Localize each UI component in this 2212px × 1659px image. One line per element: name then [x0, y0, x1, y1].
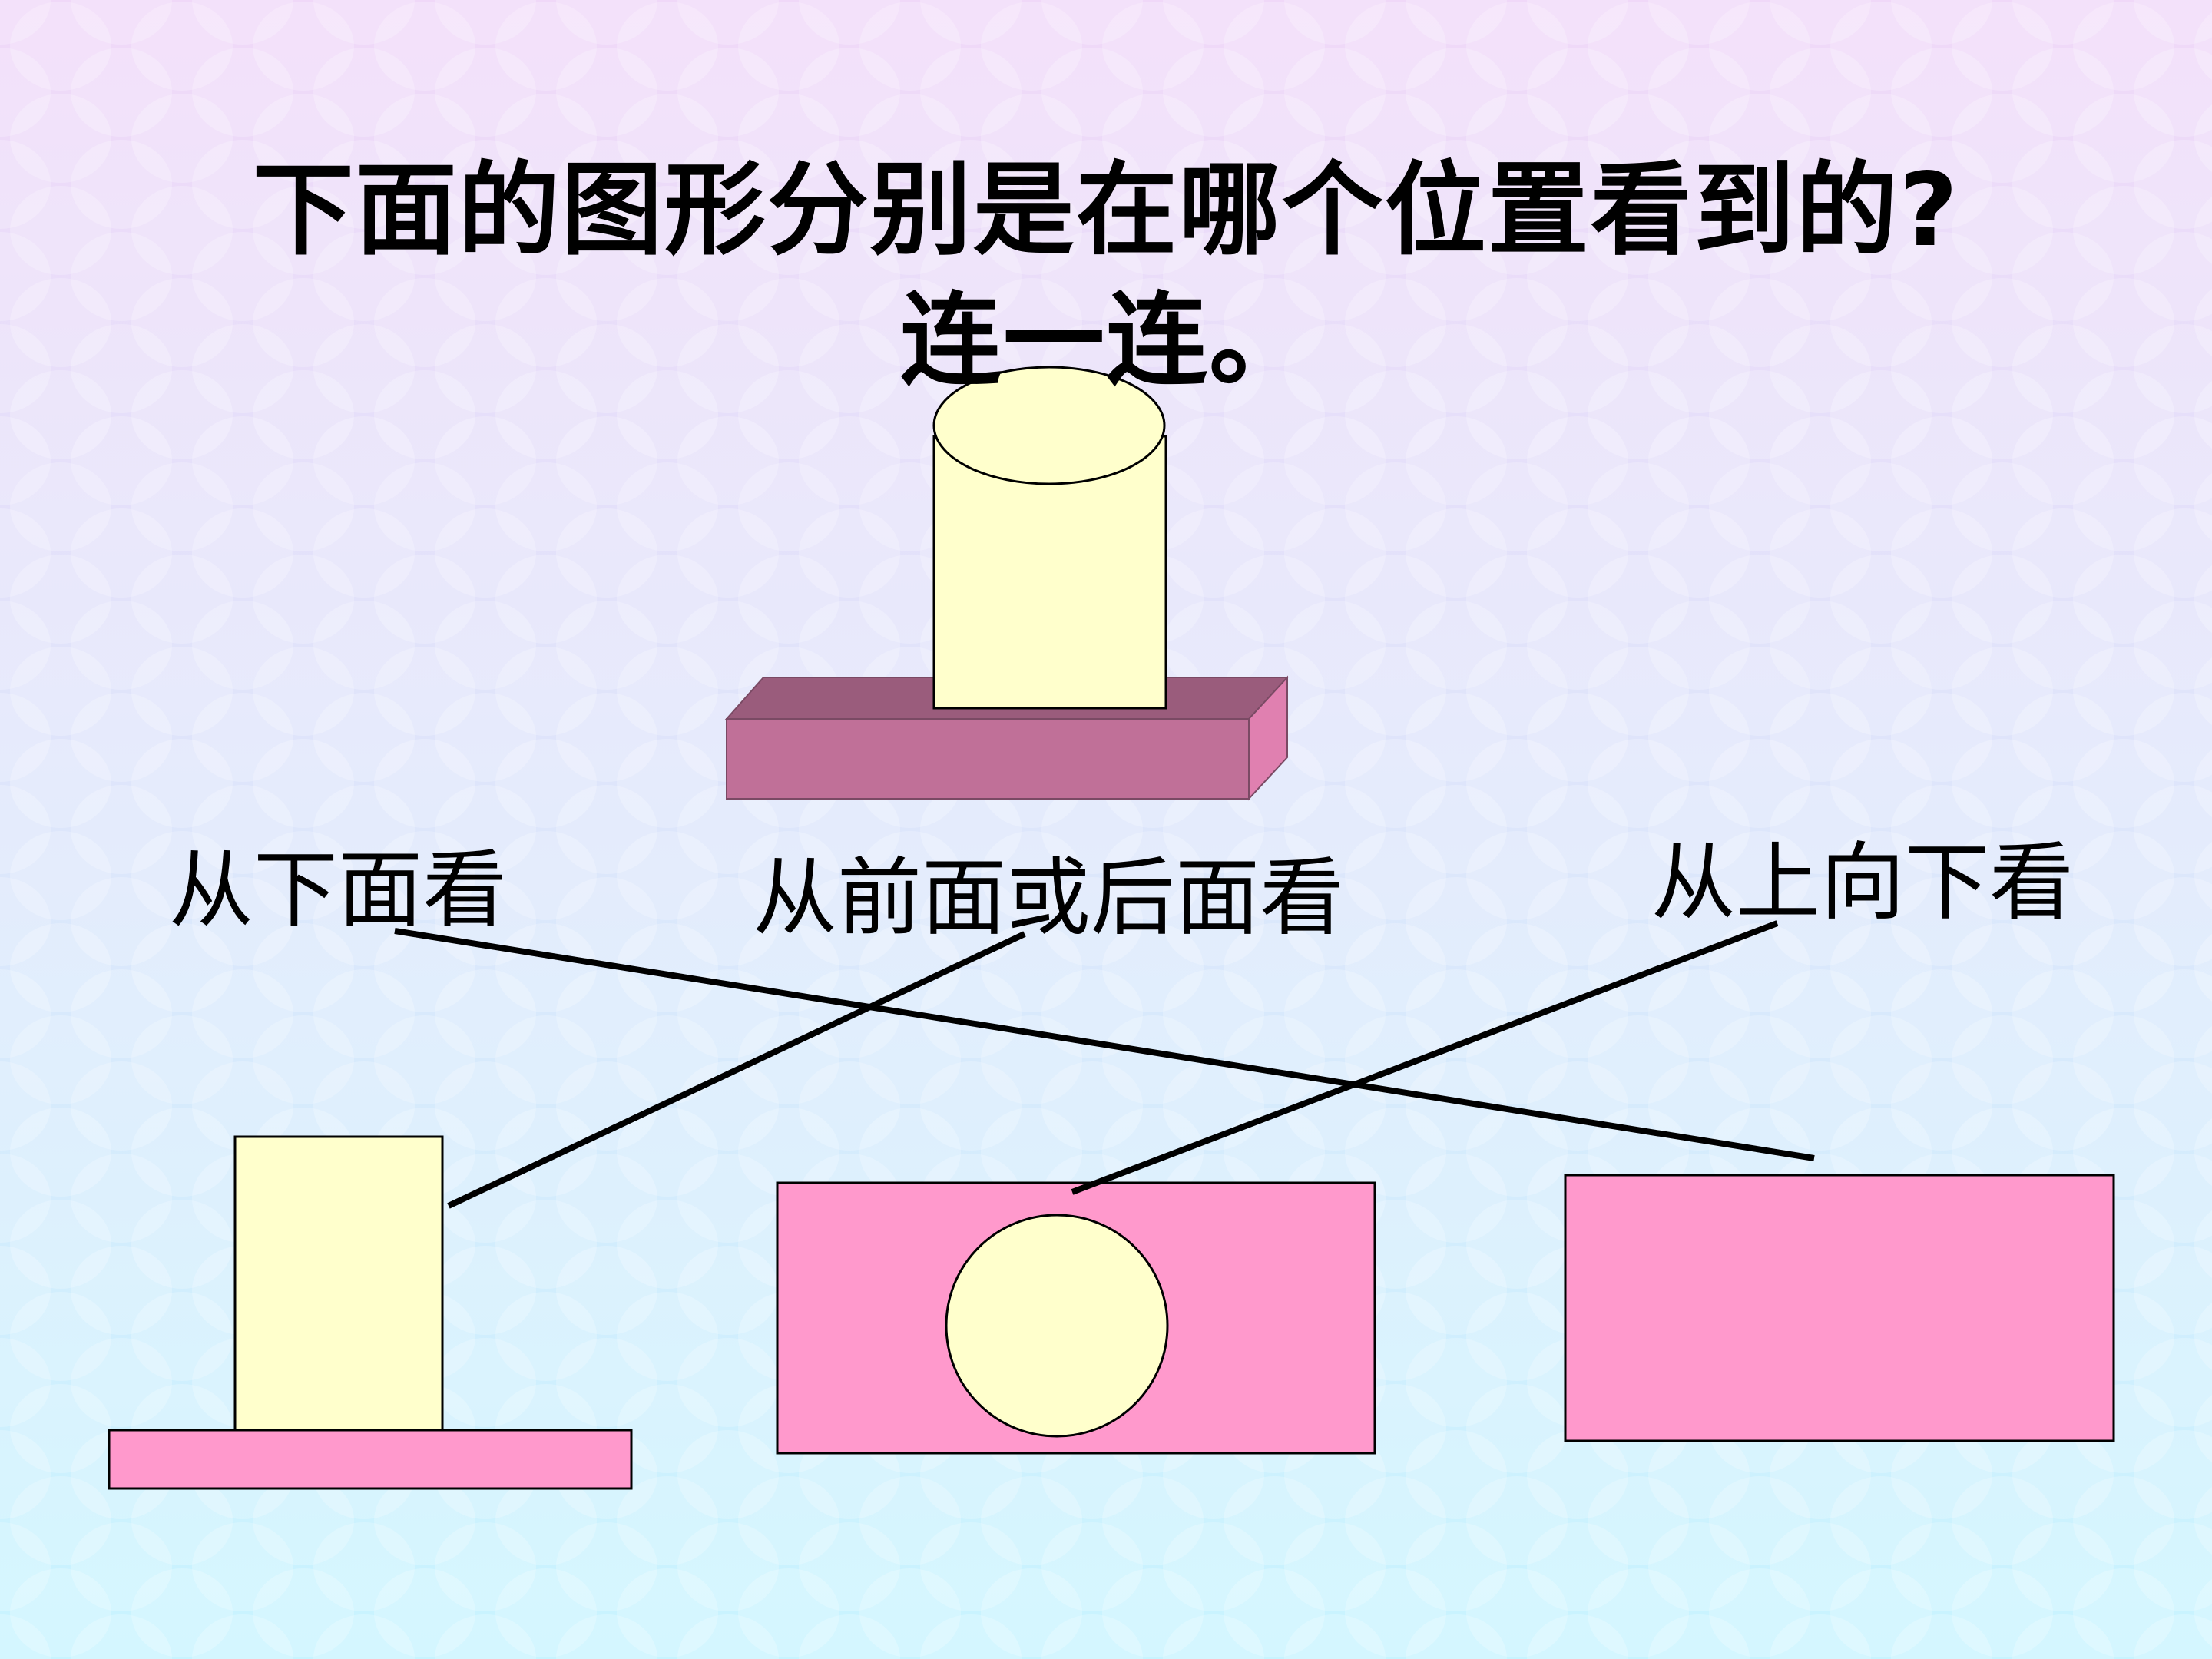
base-slab-front-face: [726, 718, 1250, 800]
view-side[interactable]: [108, 1135, 633, 1490]
view-top[interactable]: [776, 1181, 1376, 1455]
side-view-cylinder: [233, 1135, 444, 1432]
label-from-below: 从下面看: [169, 841, 507, 939]
slide-title-line-2: 连一连。: [900, 282, 1312, 400]
top-view-circle: [945, 1214, 1169, 1438]
connecting-lines: [394, 920, 1815, 1209]
view-bottom-rectangle[interactable]: [1564, 1174, 2115, 1442]
line-below-to-rectangle: [394, 928, 1815, 1161]
line-front-to-side-view: [447, 931, 1026, 1209]
base-slab-side-face: [1248, 675, 1288, 801]
label-from-top: 从上向下看: [1651, 833, 2074, 932]
cylinder-top-ellipse: [932, 366, 1166, 485]
line-top-to-circle-view: [1071, 920, 1779, 1195]
side-view-base: [108, 1429, 633, 1490]
slide-title-line-1: 下面的图形分别是在哪个位置看到的?: [252, 151, 1960, 270]
cylinder-3d: [932, 366, 1167, 710]
label-from-front-or-back: 从前面或后面看: [753, 849, 1344, 947]
